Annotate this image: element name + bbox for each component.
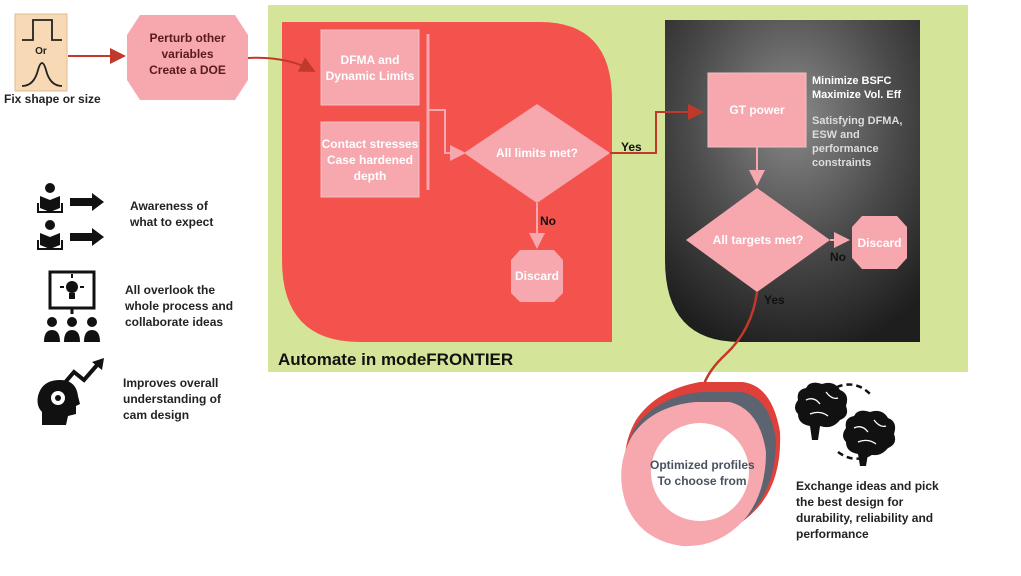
or-label: Or xyxy=(35,46,47,57)
perturb-node xyxy=(127,15,248,100)
perturb-line-2: variables xyxy=(161,47,214,61)
targets-decision-label: All targets met? xyxy=(712,233,804,247)
arrow-right-icon xyxy=(70,193,104,211)
objective-1: Minimize BSFC xyxy=(812,75,892,87)
dfma-line-1: DFMA and xyxy=(340,52,400,67)
exchange-line: performance xyxy=(796,527,869,541)
targets-decision xyxy=(686,188,830,292)
limits-decision xyxy=(464,104,610,203)
bump-curve-icon xyxy=(21,62,63,87)
contact-box xyxy=(320,121,420,198)
gtpower-label: GT power xyxy=(729,103,785,117)
head-gear-icon xyxy=(37,380,80,425)
contact-line-3: depth xyxy=(353,168,387,183)
contact-label: Contact stresses Case hardened depth xyxy=(321,122,419,197)
perturb-line-3: Create a DOE xyxy=(149,63,226,77)
dfma-label: DFMA and Dynamic Limits xyxy=(321,30,419,105)
reading-person-icon xyxy=(37,183,63,213)
constraint-2: ESW and xyxy=(812,129,860,141)
benefit-overlook: All overlook the whole process and colla… xyxy=(125,282,233,330)
benefit-understanding: Improves overall understanding of cam de… xyxy=(123,375,221,423)
benefit-line: cam design xyxy=(123,408,190,422)
benefit-line: All overlook the xyxy=(125,283,216,297)
discard-targets-label: Discard xyxy=(857,236,902,250)
limits-decision-label: All limits met? xyxy=(495,146,578,160)
exchange-text: Exchange ideas and pick the best design … xyxy=(796,478,939,542)
constraint-1: Satisfying DFMA, xyxy=(812,115,903,127)
automate-label: Automate in modeFRONTIER xyxy=(278,350,514,369)
benefit-line: Awareness of xyxy=(130,199,208,213)
optimized-ring xyxy=(621,382,781,547)
contact-line-2: Case hardened xyxy=(326,152,414,167)
dfma-box xyxy=(320,29,420,106)
dfma-line-2: Dynamic Limits xyxy=(325,68,415,83)
exchange-line: durability, reliability and xyxy=(796,511,934,525)
growth-arrow-tip xyxy=(92,358,104,370)
discard-node-limits xyxy=(511,250,563,302)
benefit-awareness: Awareness of what to expect xyxy=(130,198,213,230)
arrow-bracket-to-decision xyxy=(428,109,466,161)
arrow-limits-to-gtpower xyxy=(610,104,704,154)
presentation-board-icon xyxy=(48,270,96,314)
benefit-line: understanding of xyxy=(123,392,221,406)
targets-yes-label: Yes xyxy=(764,293,785,307)
exchange-line: the best design for xyxy=(796,495,904,509)
step-function-icon xyxy=(22,19,62,41)
benefit-line: whole process and xyxy=(125,299,234,313)
discard-limits-label: Discard xyxy=(514,269,560,283)
arrow-perturb-to-dfma xyxy=(247,56,316,72)
shape-caption: Fix shape or size xyxy=(4,92,101,106)
benefit-line: collaborate ideas xyxy=(125,315,224,329)
growth-arrow-icon xyxy=(60,362,100,388)
dark-panel xyxy=(665,20,920,342)
optimized-line-1: Optimized profiles xyxy=(650,458,754,472)
shape-icon-box xyxy=(14,13,68,92)
benefit-line: what to expect xyxy=(130,215,214,229)
discard-node-targets xyxy=(852,216,907,269)
limits-no-label: No xyxy=(540,214,556,228)
perturb-label: Perturb other variables Create a DOE xyxy=(127,30,248,78)
reading-person-icon xyxy=(37,220,63,250)
team-icon xyxy=(44,317,100,342)
optimized-line-2: To choose from xyxy=(657,474,747,488)
benefit-line: Improves overall xyxy=(123,376,219,390)
optimized-label: Optimized profiles To choose from xyxy=(650,457,754,491)
brains-exchange-icon xyxy=(795,382,896,466)
gtpower-box xyxy=(707,72,807,148)
contact-line-1: Contact stresses xyxy=(321,136,419,151)
targets-no-label: No xyxy=(830,250,846,264)
limits-yes-label: Yes xyxy=(621,140,642,154)
constraint-3: performance xyxy=(812,143,879,155)
arrow-right-icon xyxy=(70,228,104,246)
perturb-line-1: Perturb other xyxy=(149,31,226,45)
objective-2: Maximize Vol. Eff xyxy=(812,89,902,101)
exchange-line: Exchange ideas and pick xyxy=(796,479,939,493)
constraint-4: constraints xyxy=(812,157,872,169)
